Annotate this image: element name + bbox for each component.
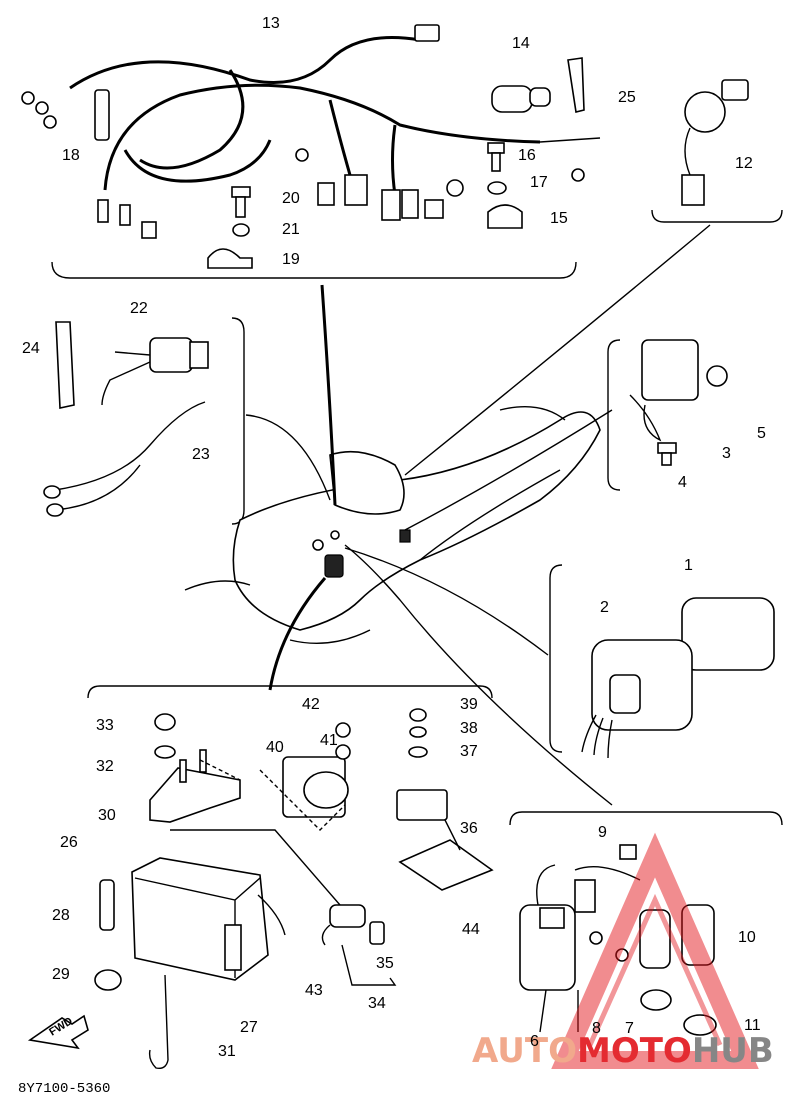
callout-30: 30	[98, 807, 116, 824]
callout-26: 26	[60, 834, 78, 851]
callout-10: 10	[738, 929, 756, 946]
callout-28: 28	[52, 907, 70, 924]
callout-35: 35	[376, 955, 394, 972]
callout-12: 12	[735, 155, 753, 172]
callout-27: 27	[240, 1019, 258, 1036]
callout-40: 40	[266, 739, 284, 756]
diagram-code: 8Y7100-5360	[18, 1081, 110, 1097]
callout-9: 9	[598, 824, 607, 841]
callout-4: 4	[678, 474, 687, 491]
callout-3: 3	[722, 445, 731, 462]
regulator-group	[607, 339, 728, 491]
callout-13: 13	[262, 15, 280, 32]
callout-15: 15	[550, 210, 568, 227]
callout-29: 29	[52, 966, 70, 983]
left-switch-group	[43, 317, 245, 525]
callout-36: 36	[460, 820, 478, 837]
watermark: AUTOMOTOHUB	[472, 832, 774, 1071]
svg-text:AUTOMOTOHUB: AUTOMOTOHUB	[472, 1031, 774, 1071]
callout-1: 1	[684, 557, 693, 574]
callout-25: 25	[618, 89, 636, 106]
watermark-triangle-logo	[551, 832, 759, 1069]
callout-16: 16	[518, 147, 536, 164]
callout-37: 37	[460, 743, 478, 760]
watermark-text-auto: AUTO	[472, 1031, 577, 1071]
battery-group	[87, 685, 494, 1070]
callout-42: 42	[302, 696, 320, 713]
callout-5: 5	[757, 425, 766, 442]
forward-arrow: FWD	[27, 1014, 89, 1050]
callout-7: 7	[625, 1020, 634, 1037]
callout-17: 17	[530, 174, 548, 191]
callout-41: 41	[320, 732, 338, 749]
main-switch-group	[651, 79, 783, 223]
callout-8: 8	[592, 1020, 601, 1037]
callout-38: 38	[460, 720, 478, 737]
callout-24: 24	[22, 340, 40, 357]
watermark-text-moto: MOTO	[577, 1031, 692, 1071]
callout-32: 32	[96, 758, 114, 775]
callout-18: 18	[62, 147, 80, 164]
cdi-unit-group	[549, 564, 775, 759]
callout-23: 23	[192, 446, 210, 463]
ignition-coil-group	[509, 811, 783, 1036]
callout-labels: 13 14 25 12 18 16 17 20 15 21 19 22 24 2…	[18, 15, 766, 1097]
callout-19: 19	[282, 251, 300, 268]
callout-39: 39	[460, 696, 478, 713]
callout-31: 31	[218, 1043, 236, 1060]
callout-20: 20	[282, 190, 300, 207]
callout-2: 2	[600, 599, 609, 616]
wire-harness-group	[21, 24, 601, 279]
callout-11: 11	[744, 1017, 761, 1034]
callout-21: 21	[282, 221, 300, 238]
callout-6: 6	[530, 1033, 539, 1050]
callout-33: 33	[96, 717, 114, 734]
watermark-text-hub: HUB	[692, 1031, 774, 1071]
callout-43: 43	[305, 982, 323, 999]
callout-44: 44	[462, 921, 480, 938]
callout-22: 22	[130, 300, 148, 317]
callout-14: 14	[512, 35, 530, 52]
snowmobile-outline	[184, 224, 711, 806]
callout-34: 34	[368, 995, 386, 1012]
